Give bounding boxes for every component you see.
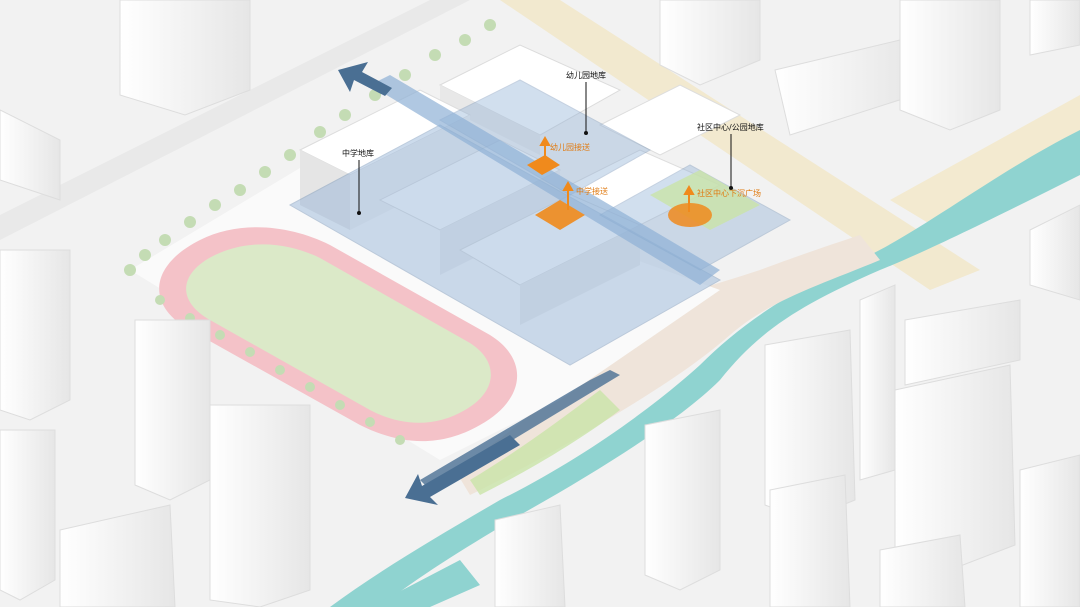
community-garage-label: 社区中心/公园地库 bbox=[697, 122, 764, 132]
middle-school-pickup-label: 中学接送 bbox=[576, 186, 608, 196]
kindergarten-garage-label: 幼儿园地库 bbox=[566, 70, 606, 80]
community-plaza-label: 社区中心下沉广场 bbox=[697, 188, 761, 198]
middle-school-garage-label: 中学地库 bbox=[342, 148, 374, 158]
kindergarten-pickup-label: 幼儿园接送 bbox=[550, 142, 590, 152]
